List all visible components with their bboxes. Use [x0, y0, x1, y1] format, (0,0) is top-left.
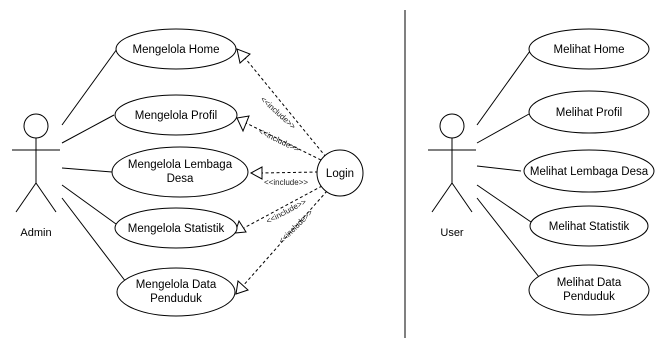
include-arrowhead	[249, 166, 263, 180]
include-label: <<include>>	[259, 95, 298, 131]
association-line	[476, 165, 522, 172]
usecase-label: Melihat Statistik	[549, 221, 630, 233]
user-actor-right-leg	[451, 182, 473, 213]
association-line	[61, 197, 127, 283]
association-line	[476, 113, 530, 144]
admin-actor-right-leg	[35, 182, 57, 213]
login-label: Login	[326, 168, 354, 180]
usecase-label: Mengelola Profil	[135, 110, 217, 122]
usecase-label: Mengelola Statistik	[128, 223, 225, 235]
include-line	[245, 122, 322, 161]
user-associations	[476, 50, 540, 278]
include-label: <<include>>	[257, 127, 301, 155]
admin-usecase-statistik: Mengelola Statistik	[114, 207, 238, 249]
admin-actor-label: Admin	[20, 227, 51, 239]
usecase-label: Melihat Data	[557, 277, 622, 289]
include-line	[260, 171, 319, 174]
include-labels: <<include>> <<include>> <<include>> <<in…	[257, 95, 315, 246]
admin-usecase-profil: Mengelola Profil	[114, 94, 238, 136]
usecase-label: Melihat Home	[554, 44, 625, 56]
association-line	[61, 167, 113, 173]
association-line	[61, 48, 118, 126]
usecase-ellipse	[528, 264, 650, 316]
usecase-label: Melihat Profil	[556, 107, 622, 119]
usecase-ellipse	[528, 28, 650, 70]
usecase-label: Desa	[167, 173, 194, 185]
user-actor: User	[428, 113, 476, 239]
user-usecase-home: Melihat Home	[528, 28, 650, 70]
association-line	[476, 184, 532, 223]
user-usecase-lembaga: Melihat Lembaga Desa	[523, 149, 655, 193]
include-arrowhead	[236, 48, 251, 64]
user-usecase-penduduk: Melihat Data Penduduk	[528, 264, 650, 316]
usecase-ellipse	[116, 267, 236, 317]
association-line	[61, 114, 115, 144]
usecase-ellipse	[111, 146, 249, 198]
usecase-ellipse	[529, 205, 649, 247]
usecase-ellipse	[114, 94, 238, 136]
usecase-ellipse	[523, 149, 655, 193]
include-line	[241, 190, 328, 288]
user-usecase-statistik: Melihat Statistik	[529, 205, 649, 247]
usecase-ellipse	[528, 90, 650, 134]
association-line	[476, 197, 540, 278]
user-actor-head	[439, 113, 465, 139]
usecase-label: Mengelola Data	[136, 279, 217, 291]
login-circle	[316, 149, 364, 197]
admin-associations	[61, 48, 127, 283]
usecase-ellipse	[115, 28, 237, 70]
admin-actor: Admin	[12, 113, 60, 239]
admin-usecase-penduduk: Mengelola Data Penduduk	[116, 267, 236, 317]
include-relations	[234, 48, 328, 295]
association-line	[476, 50, 531, 126]
association-line	[61, 184, 117, 225]
admin-actor-left-leg	[15, 182, 37, 213]
usecase-label: Penduduk	[150, 293, 202, 305]
include-arrowhead	[235, 280, 249, 295]
admin-usecase-home: Mengelola Home	[115, 28, 237, 70]
include-line	[244, 57, 327, 158]
include-line	[241, 185, 323, 230]
user-usecase-profil: Melihat Profil	[528, 90, 650, 134]
usecase-label: Penduduk	[563, 291, 615, 303]
usecase-label: Mengelola Home	[133, 44, 220, 56]
login-usecase: Login	[316, 149, 364, 197]
usecase-label: Melihat Lembaga Desa	[530, 166, 649, 178]
user-actor-label: User	[440, 227, 464, 239]
usecase-ellipse	[114, 207, 238, 249]
include-label: <<include>>	[264, 178, 308, 187]
include-arrowhead	[236, 115, 250, 133]
user-actor-left-leg	[431, 182, 453, 213]
admin-actor-head	[23, 113, 49, 139]
usecase-label: Mengelola Lembaga	[128, 159, 233, 171]
admin-usecase-lembaga: Mengelola Lembaga Desa	[111, 146, 249, 198]
